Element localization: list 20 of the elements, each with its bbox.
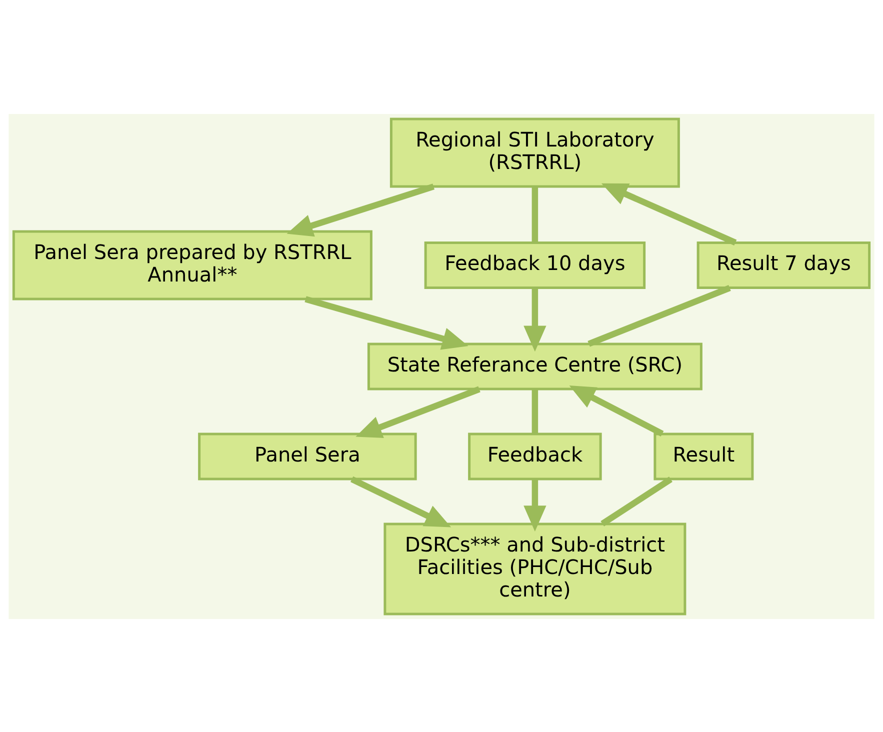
arrow (286, 183, 434, 236)
node-box: State Referance Centre (SRC) (367, 342, 702, 390)
connector (532, 388, 538, 434)
node-box: Regional STI Laboratory (RSTRRL) (390, 117, 680, 188)
arrow (356, 386, 480, 438)
node-box: Feedback (468, 432, 602, 480)
node-box: DSRCs*** and Sub-district Facilities (PHC/CHC/Sub centre) (384, 522, 686, 615)
node-box: Feedback 10 days (424, 241, 646, 288)
arrow (350, 476, 452, 527)
arrow (601, 182, 737, 245)
connector (600, 476, 672, 526)
node-box: Panel Sera prepared by RSTRRL Annual** (12, 230, 372, 300)
node-box: Result (654, 432, 754, 480)
arrow (569, 385, 664, 436)
arrow (524, 287, 546, 352)
connector (588, 284, 731, 346)
arrow (524, 479, 546, 532)
node-box: Result 7 days (696, 241, 871, 288)
connector (532, 186, 538, 242)
node-box: Panel Sera (198, 432, 417, 480)
